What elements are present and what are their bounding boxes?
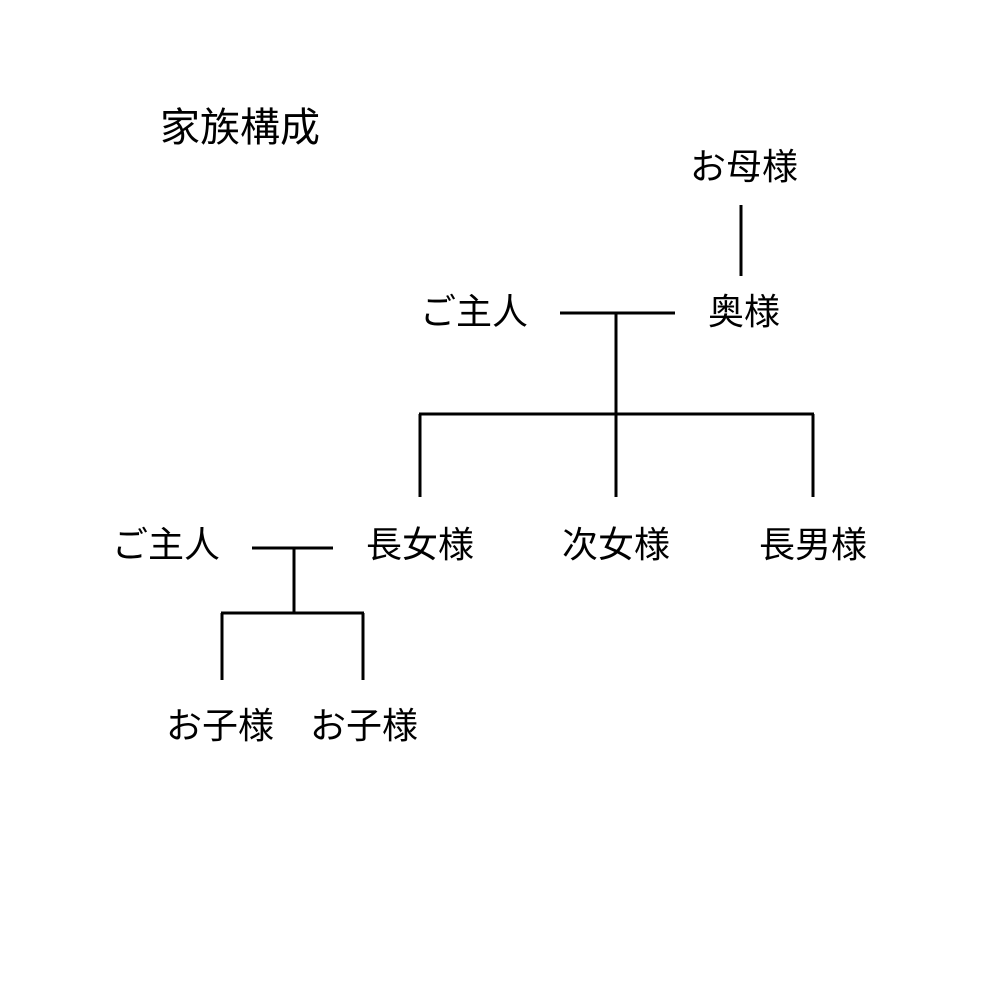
member-child-1: お子様 <box>165 706 274 747</box>
member-son-1: 長男様 <box>758 525 867 566</box>
member-daughter-2: 次女様 <box>561 525 670 566</box>
member-child-2: お子様 <box>309 706 418 747</box>
member-grandmother: お母様 <box>689 147 798 188</box>
member-daughter-1: 長女様 <box>365 525 474 566</box>
member-husband-1: ご主人 <box>419 292 528 333</box>
member-husband-2: ご主人 <box>111 525 220 566</box>
diagram-title: 家族構成 <box>160 105 320 151</box>
member-wife: 奥様 <box>707 292 780 333</box>
